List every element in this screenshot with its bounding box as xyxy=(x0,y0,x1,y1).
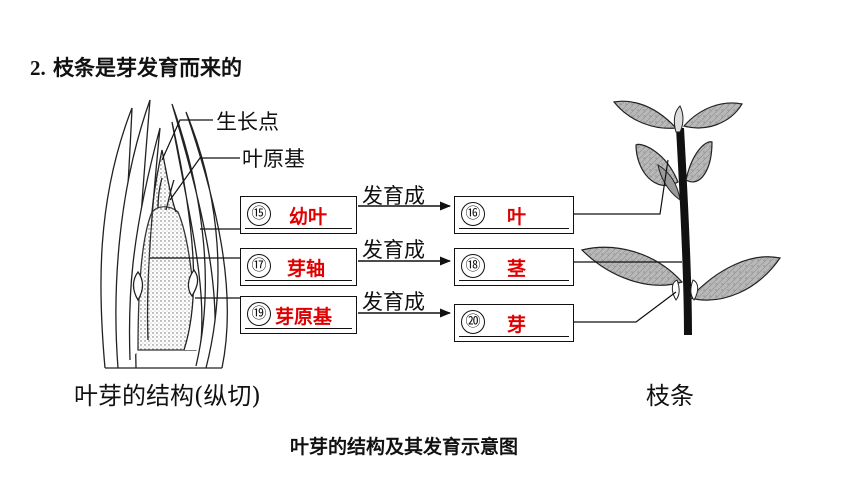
arrow-label-3: 发育成 xyxy=(362,290,425,314)
heading-text: 枝条是芽发育而来的 xyxy=(53,56,243,80)
branch-connectors xyxy=(574,159,682,323)
leaf-bud-section xyxy=(100,99,229,369)
answer-text: 叶 xyxy=(507,206,527,228)
bud-connectors xyxy=(150,228,240,299)
bud-caption: 叶芽的结构(纵切) xyxy=(74,382,261,410)
section-heading: 2. 枝条是芽发育而来的 xyxy=(30,52,242,82)
circle-number: ⑲ xyxy=(247,302,271,326)
arrow-label-1: 发育成 xyxy=(362,184,425,208)
branch-caption: 枝条 xyxy=(646,382,694,410)
develop-arrows xyxy=(358,201,452,318)
answer-text: 芽原基 xyxy=(275,306,333,328)
circle-number: ⑮ xyxy=(247,202,271,226)
branch-drawing xyxy=(580,100,782,335)
circle-number: ⑯ xyxy=(461,202,485,226)
answer-text: 幼叶 xyxy=(289,206,328,228)
figure-caption: 叶芽的结构及其发育示意图 xyxy=(290,436,519,458)
answer-text: 茎 xyxy=(507,258,527,280)
circle-number: ⑰ xyxy=(247,254,271,278)
bud-box-19: ⑲ 芽原基 xyxy=(240,296,357,334)
arrow-label-2: 发育成 xyxy=(362,238,425,262)
answer-text: 芽 xyxy=(507,314,527,336)
answer-text: 芽轴 xyxy=(287,258,326,280)
circle-number: ⑳ xyxy=(461,310,485,334)
bud-box-15: ⑮ 幼叶 xyxy=(240,196,357,234)
branch-box-20: ⑳ 芽 xyxy=(454,304,574,342)
bud-box-17: ⑰ 芽轴 xyxy=(240,248,357,286)
circle-number: ⑱ xyxy=(461,254,485,278)
growing-point-label: 生长点 xyxy=(216,110,279,134)
bud-label-leaders xyxy=(161,119,240,201)
heading-number: 2. xyxy=(30,56,46,80)
leaf-primordium-label: 叶原基 xyxy=(242,147,305,171)
branch-box-16: ⑯ 叶 xyxy=(454,196,574,234)
branch-box-18: ⑱ 茎 xyxy=(454,248,574,286)
